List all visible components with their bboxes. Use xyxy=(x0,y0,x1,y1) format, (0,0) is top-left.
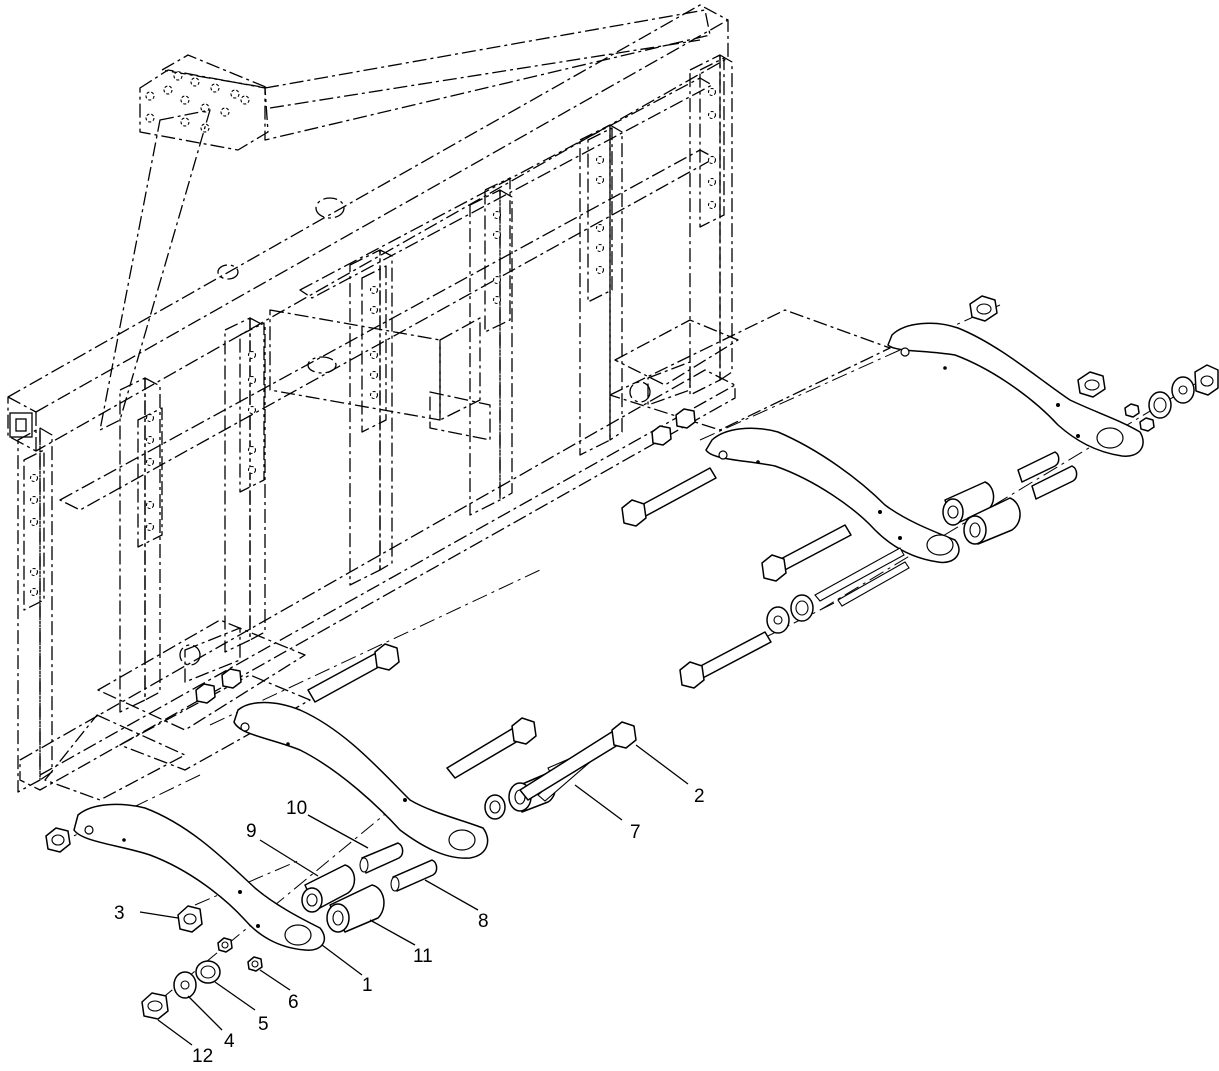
callout-3: 3 xyxy=(114,903,125,924)
center-housing xyxy=(269,309,491,441)
callout-6: 6 xyxy=(288,992,299,1013)
lock-nut-front xyxy=(45,827,71,853)
spacer-9 xyxy=(301,864,356,913)
callout-labels: 1 2 3 4 5 6 7 8 9 10 11 12 xyxy=(114,786,705,1067)
bolts-right xyxy=(621,467,910,689)
callout-11: 11 xyxy=(413,946,433,967)
callout-10: 10 xyxy=(286,798,307,819)
nuts-right-top xyxy=(969,295,1106,398)
frame-brackets xyxy=(97,319,739,771)
nut-12 xyxy=(141,992,169,1020)
bushing-5 xyxy=(195,960,221,984)
callout-1: 1 xyxy=(362,975,373,996)
bolt-middle xyxy=(446,717,537,779)
callout-5: 5 xyxy=(258,1014,269,1035)
bolt-upper xyxy=(307,643,400,703)
nut-small-upper xyxy=(217,937,233,953)
nut-3 xyxy=(177,905,203,933)
left-link-assembly xyxy=(45,569,637,1020)
washers-mid-right xyxy=(766,594,814,634)
spacers-right xyxy=(942,451,1078,545)
rear-arm-plate-right xyxy=(887,322,1144,457)
nut-6 xyxy=(247,956,263,972)
frame-nuts-right xyxy=(651,408,696,446)
frame-nuts-left xyxy=(195,668,242,704)
pin-10 xyxy=(359,842,404,874)
rear-arm-plate xyxy=(233,701,489,859)
callout-7: 7 xyxy=(630,822,641,843)
hitch-plates xyxy=(99,9,711,431)
washers-right xyxy=(1124,364,1219,432)
mounting-frame xyxy=(7,4,891,801)
frame-uprights xyxy=(17,54,733,793)
callout-12: 12 xyxy=(192,1046,213,1067)
arm-plate xyxy=(73,803,326,951)
callout-2: 2 xyxy=(694,786,705,807)
pin-8 xyxy=(390,859,438,892)
right-link-assembly xyxy=(621,295,1219,689)
upright-plates xyxy=(23,57,725,611)
callout-leaders xyxy=(139,744,689,1046)
callout-9: 9 xyxy=(246,821,257,842)
washer-4 xyxy=(173,971,197,999)
front-arm-plate-right xyxy=(705,427,960,564)
callout-4: 4 xyxy=(224,1031,235,1052)
bolt-2 xyxy=(519,721,637,801)
callout-8: 8 xyxy=(478,911,489,932)
